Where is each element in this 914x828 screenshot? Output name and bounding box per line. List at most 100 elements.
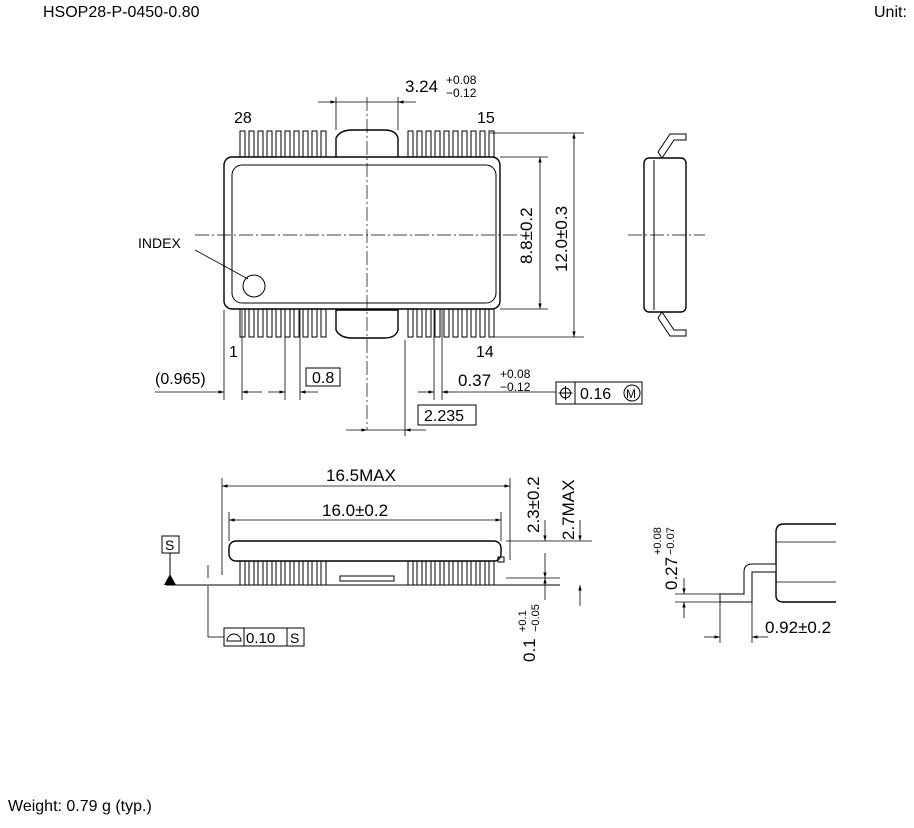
fin-width-tol-plus: +0.08 bbox=[446, 73, 477, 87]
flatness-icon bbox=[226, 633, 242, 642]
body-width-value: 8.8±0.2 bbox=[517, 207, 536, 264]
side-view bbox=[161, 478, 592, 647]
lead-pin bbox=[416, 308, 423, 338]
lead-pin bbox=[452, 130, 459, 158]
lead-pin bbox=[461, 308, 468, 338]
lead-pin bbox=[275, 557, 282, 586]
lead-pin bbox=[266, 308, 273, 338]
lead-pin bbox=[407, 130, 414, 158]
body-height-value: 2.3±0.2 bbox=[524, 476, 543, 533]
pin-15-label: 15 bbox=[477, 110, 495, 127]
lead-pin bbox=[284, 557, 291, 586]
lead-pin bbox=[284, 130, 291, 158]
max-height-value: 2.7MAX bbox=[559, 480, 578, 540]
lead-pin bbox=[461, 130, 468, 158]
lead-pin bbox=[416, 557, 423, 586]
package-name: HSOP28-P-0450-0.80 bbox=[43, 4, 200, 21]
lead-thickness-tol-plus: +0.08 bbox=[652, 527, 664, 555]
lead-pin bbox=[461, 557, 468, 586]
pins-bottom-row bbox=[239, 308, 495, 338]
overall-width-value: 12.0±0.3 bbox=[552, 206, 571, 272]
lead-thickness-value: 0.27 bbox=[662, 557, 681, 590]
index-mark bbox=[242, 274, 266, 298]
fin-width-value: 3.24 bbox=[405, 77, 438, 96]
lead-pin bbox=[293, 308, 300, 338]
lead-pin bbox=[320, 130, 327, 158]
lead-pin bbox=[311, 557, 318, 586]
lead-pin bbox=[434, 308, 441, 338]
lead-pin bbox=[434, 557, 441, 586]
end-view bbox=[628, 133, 705, 337]
lead-pin bbox=[248, 308, 255, 338]
lead-pin bbox=[479, 557, 486, 586]
lead-pin bbox=[239, 130, 246, 158]
lead-pin bbox=[425, 557, 432, 586]
lead-pin bbox=[293, 557, 300, 586]
standoff-tol-plus: +0.1 bbox=[517, 610, 529, 632]
pin-28-label: 28 bbox=[234, 110, 252, 127]
lead-pin bbox=[239, 308, 246, 338]
lead-pin bbox=[488, 308, 495, 338]
index-leader bbox=[194, 249, 249, 280]
lead-pin bbox=[257, 557, 264, 586]
lead-pin bbox=[443, 308, 450, 338]
standoff-tol-minus: −0.05 bbox=[530, 604, 542, 632]
lead-pin bbox=[266, 557, 273, 586]
coplanarity-datum: S bbox=[290, 630, 299, 646]
lead-width-tol-minus: −0.12 bbox=[500, 380, 531, 394]
fin-offset-box bbox=[417, 404, 477, 426]
lead-pin bbox=[257, 308, 264, 338]
lead-pin bbox=[407, 308, 414, 338]
lead-pin bbox=[434, 130, 441, 158]
pin-1-label: 1 bbox=[229, 344, 238, 361]
side-fin bbox=[339, 575, 395, 582]
coplanarity-value: 0.10 bbox=[246, 630, 275, 647]
lead-pin bbox=[275, 130, 282, 158]
lead-pin bbox=[275, 308, 282, 338]
side-body bbox=[228, 540, 502, 562]
foot-length-value: 0.92±0.2 bbox=[765, 618, 831, 637]
weight-label: Weight: 0.79 g (typ.) bbox=[8, 798, 152, 815]
unit-label: Unit: bbox=[874, 4, 907, 21]
lead-pin bbox=[452, 557, 459, 586]
package-body-outer bbox=[223, 156, 501, 310]
lead-width-value: 0.37 bbox=[458, 371, 491, 390]
lead-pin bbox=[443, 557, 450, 586]
seating-datum-label: S bbox=[165, 537, 174, 553]
lead-pin bbox=[425, 130, 432, 158]
body-length-value: 16.0±0.2 bbox=[322, 501, 388, 520]
fin-width-tol-minus: −0.12 bbox=[446, 86, 477, 100]
detail-lead bbox=[719, 563, 777, 603]
pitch-value: 0.8 bbox=[312, 370, 334, 387]
lead-pin bbox=[479, 130, 486, 158]
lead-pin bbox=[479, 308, 486, 338]
lead-pin bbox=[248, 557, 255, 586]
lead-pin bbox=[488, 130, 495, 158]
lead-pin bbox=[257, 130, 264, 158]
lead-pin bbox=[293, 130, 300, 158]
index-label: INDEX bbox=[138, 235, 181, 251]
fin-offset-value: 2.235 bbox=[424, 408, 464, 425]
lead-pin bbox=[302, 308, 309, 338]
edge-offset-value: (0.965) bbox=[155, 371, 206, 388]
lead-pin bbox=[425, 308, 432, 338]
lead-width-tol-plus: +0.08 bbox=[500, 367, 531, 381]
lead-pin bbox=[452, 308, 459, 338]
lead-pin bbox=[320, 557, 327, 586]
lead-pin bbox=[470, 130, 477, 158]
position-tolerance-value: 0.16 bbox=[580, 386, 611, 403]
detail-body bbox=[775, 523, 836, 603]
lead-pin bbox=[284, 308, 291, 338]
mmc-circle-icon bbox=[623, 384, 641, 402]
lead-pin bbox=[443, 130, 450, 158]
lead-pin bbox=[407, 557, 414, 586]
lead-pin bbox=[470, 557, 477, 586]
lead-pin bbox=[311, 130, 318, 158]
pitch-box bbox=[305, 367, 341, 387]
lead-detail bbox=[675, 523, 836, 643]
lead-pin bbox=[248, 130, 255, 158]
pin-14-label: 14 bbox=[476, 344, 494, 361]
lead-pin bbox=[266, 130, 273, 158]
standoff-value: 0.1 bbox=[520, 638, 539, 662]
